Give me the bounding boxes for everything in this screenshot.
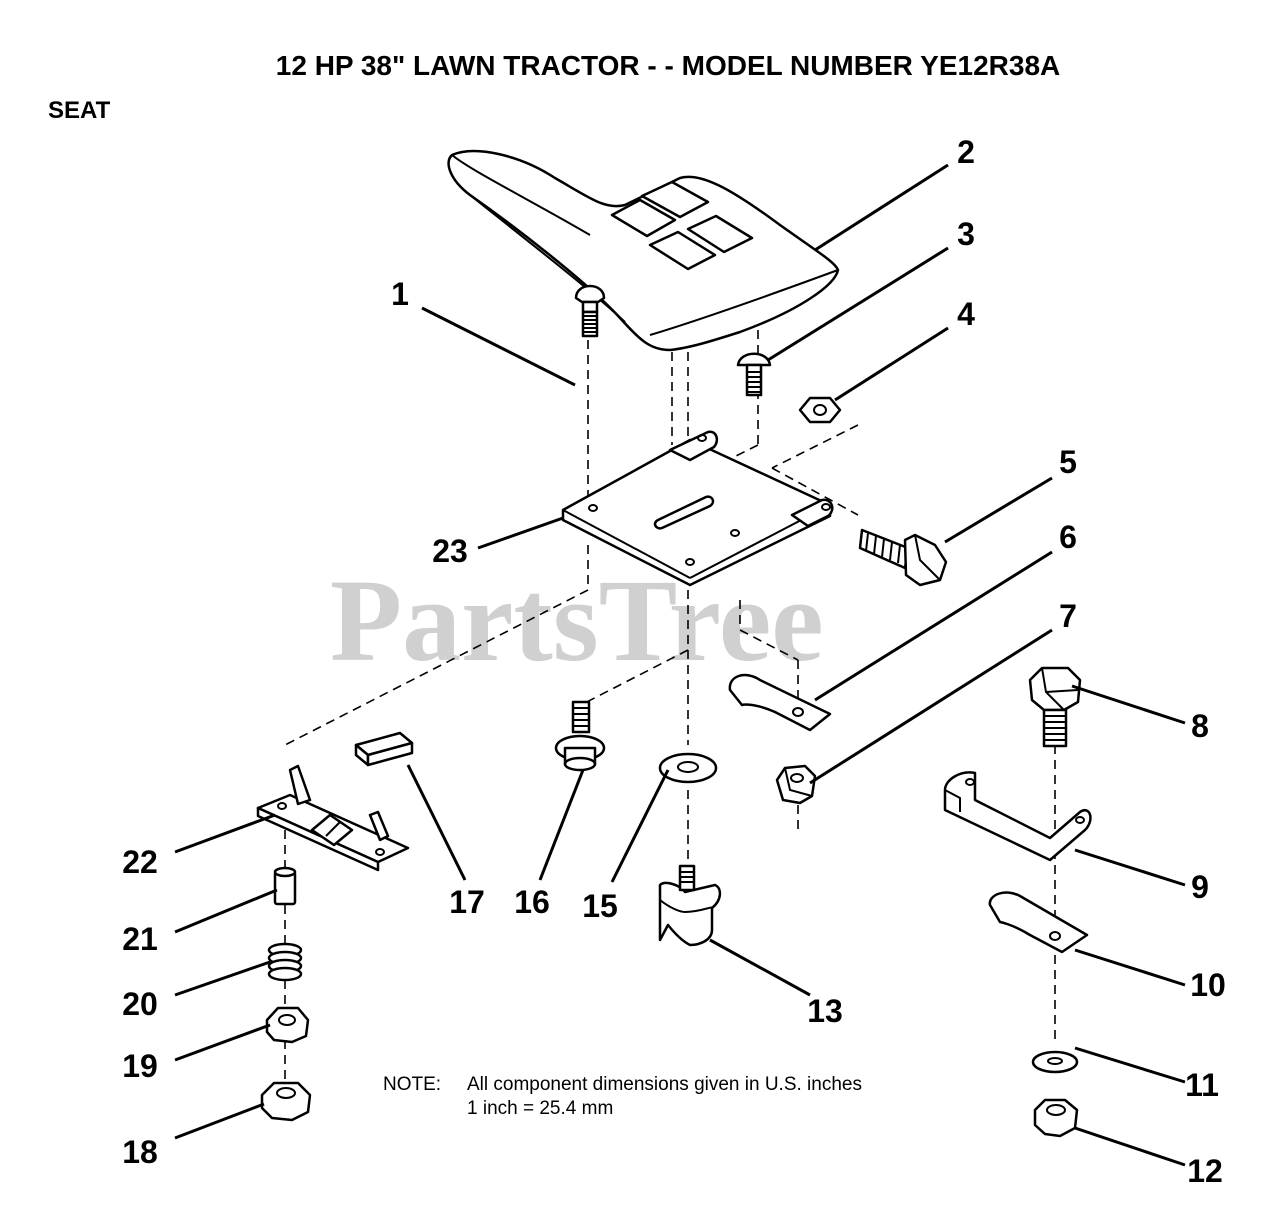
seat-mounting-plate (561, 430, 834, 587)
callout-23: 23 (432, 533, 468, 569)
seat-bracket (943, 771, 1092, 862)
truss-screw (736, 352, 772, 397)
callout-13: 13 (807, 993, 843, 1029)
carriage-bolt (574, 284, 606, 338)
callout-7: 7 (1059, 598, 1077, 634)
callout-19: 19 (122, 1048, 158, 1084)
hex-bolt-8 (1028, 666, 1082, 748)
assembly-lines (284, 300, 1056, 1090)
leader-lines (174, 163, 1186, 1167)
stop-block (354, 731, 414, 767)
note-line-2: 1 inch = 25.4 mm (467, 1098, 613, 1119)
callout-6: 6 (1059, 519, 1077, 555)
callout-17: 17 (449, 884, 485, 920)
callout-9: 9 (1191, 869, 1209, 905)
callout-numbers: 1 2 3 4 5 6 7 8 9 10 11 12 13 15 16 17 1… (122, 134, 1226, 1189)
seat-slide-rail (256, 764, 410, 872)
dimension-note: NOTE: All component dimensions given in … (383, 1074, 862, 1119)
shoulder-bolt (554, 700, 606, 772)
callout-2: 2 (957, 134, 975, 170)
seat-clip (728, 673, 832, 732)
callout-4: 4 (957, 296, 975, 332)
callout-18: 18 (122, 1134, 158, 1170)
callout-8: 8 (1191, 708, 1209, 744)
lock-nut-12 (1033, 1098, 1079, 1138)
pin (273, 866, 297, 906)
seat (447, 149, 840, 352)
callout-21: 21 (122, 921, 158, 957)
callout-22: 22 (122, 844, 158, 880)
callout-15: 15 (582, 888, 618, 924)
compression-spring (267, 942, 303, 982)
hex-nut-19 (265, 1006, 310, 1044)
note-label: NOTE: (383, 1074, 441, 1095)
callout-11: 11 (1185, 1067, 1219, 1103)
callout-3: 3 (957, 216, 975, 252)
lock-nut-7 (775, 764, 817, 805)
flange-nut-18 (260, 1081, 312, 1122)
callout-20: 20 (122, 986, 158, 1022)
callout-16: 16 (514, 884, 550, 920)
flat-washer-15 (658, 752, 718, 784)
hex-bolt-5 (858, 528, 948, 587)
hex-nut-4 (798, 396, 842, 424)
section-label: SEAT (48, 97, 111, 124)
note-line-1: All component dimensions given in U.S. i… (467, 1074, 862, 1095)
seat-adjustment-knob (658, 864, 722, 947)
bracket-clip (988, 891, 1089, 954)
callout-10: 10 (1190, 967, 1226, 1003)
callout-12: 12 (1187, 1153, 1223, 1189)
flat-washer-11 (1031, 1050, 1079, 1074)
callout-5: 5 (1059, 444, 1077, 480)
diagram-title: 12 HP 38" LAWN TRACTOR - - MODEL NUMBER … (276, 50, 1060, 81)
callout-1: 1 (391, 276, 409, 312)
watermark-logo: PartsTree (330, 555, 824, 686)
